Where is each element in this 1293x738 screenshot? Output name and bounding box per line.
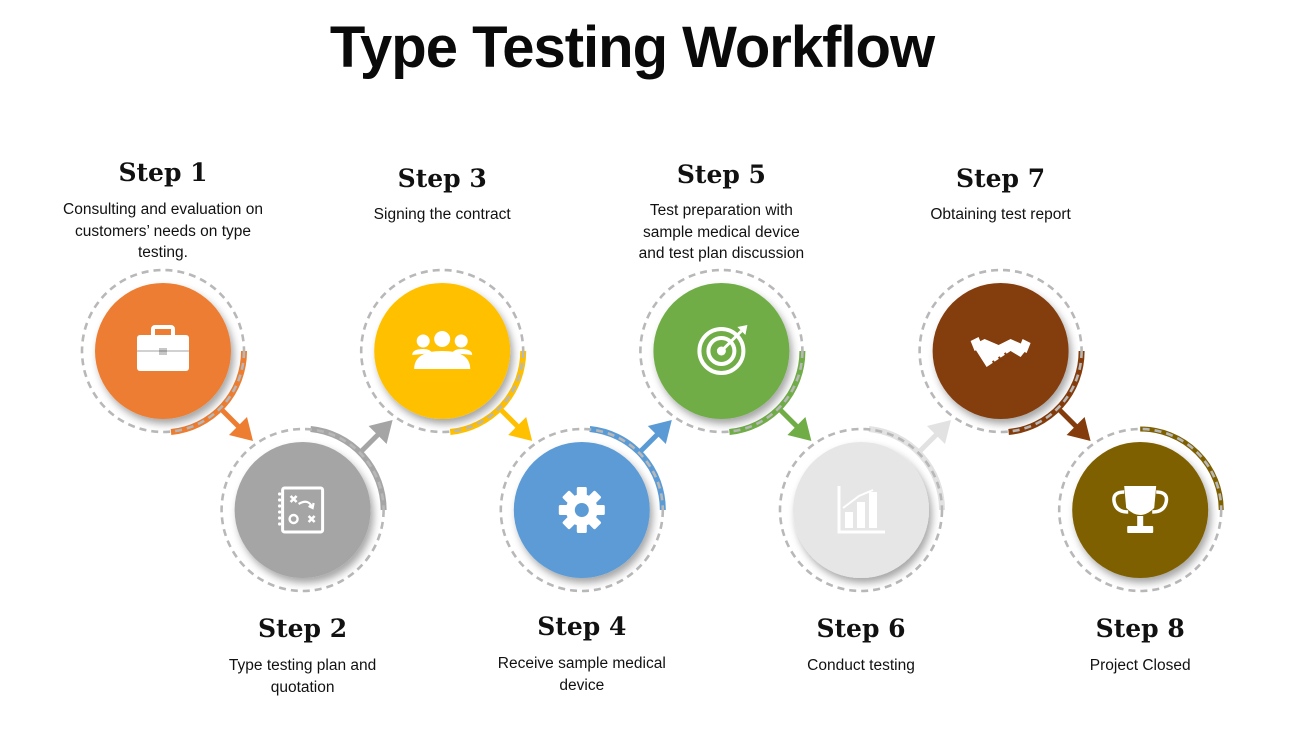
dashed-ring (80, 268, 246, 434)
step-7-heading: Step 7 (956, 164, 1046, 193)
dashed-ring (1057, 427, 1223, 593)
step-3-node (359, 268, 525, 434)
dashed-ring (220, 427, 385, 593)
step-8-heading: Step 8 (1095, 614, 1185, 643)
dashed-ring (359, 268, 525, 434)
strategy-board-icon (278, 486, 325, 534)
gear-icon (558, 487, 605, 533)
step-7-description: Obtaining test report (930, 206, 1071, 223)
step-1-heading: Step 1 (118, 158, 208, 187)
step-5-heading: Step 5 (676, 160, 766, 189)
briefcase-icon (137, 325, 189, 371)
dashed-ring (778, 427, 944, 593)
step-8-description: Project Closed (1089, 657, 1191, 674)
handshake-icon (970, 337, 1031, 367)
step-4-description: Receive sample medical device (497, 655, 666, 694)
step-2-circle (234, 442, 371, 578)
step-8-node (1057, 427, 1223, 593)
step-6-heading: Step 6 (816, 614, 906, 643)
dashed-ring (918, 268, 1083, 434)
dashed-ring (499, 427, 665, 593)
step-6-node (778, 427, 944, 593)
meeting-group-icon (412, 331, 473, 369)
step-4-node (499, 427, 665, 593)
step-2-heading: Step 2 (258, 614, 348, 643)
step-1-node (80, 268, 246, 434)
dashed-ring (639, 268, 804, 434)
step-5-description: Test preparation with sample medical dev… (638, 202, 805, 262)
trophy-icon (1112, 486, 1169, 533)
step-1-description: Consulting and evaluation on customers’ … (63, 201, 263, 261)
step-5-node (639, 268, 804, 434)
step-7-node (918, 268, 1083, 434)
page-title: Type Testing Workflow (329, 15, 935, 80)
step-2-node (220, 427, 385, 593)
target-icon (697, 325, 748, 375)
step-3-description: Signing the contract (373, 206, 511, 223)
step-2-description: Type testing plan and quotation (228, 657, 377, 696)
step-3-heading: Step 3 (397, 164, 487, 193)
step-6-description: Conduct testing (807, 657, 915, 674)
bar-chart-icon (837, 486, 885, 534)
step-4-heading: Step 4 (537, 612, 627, 641)
